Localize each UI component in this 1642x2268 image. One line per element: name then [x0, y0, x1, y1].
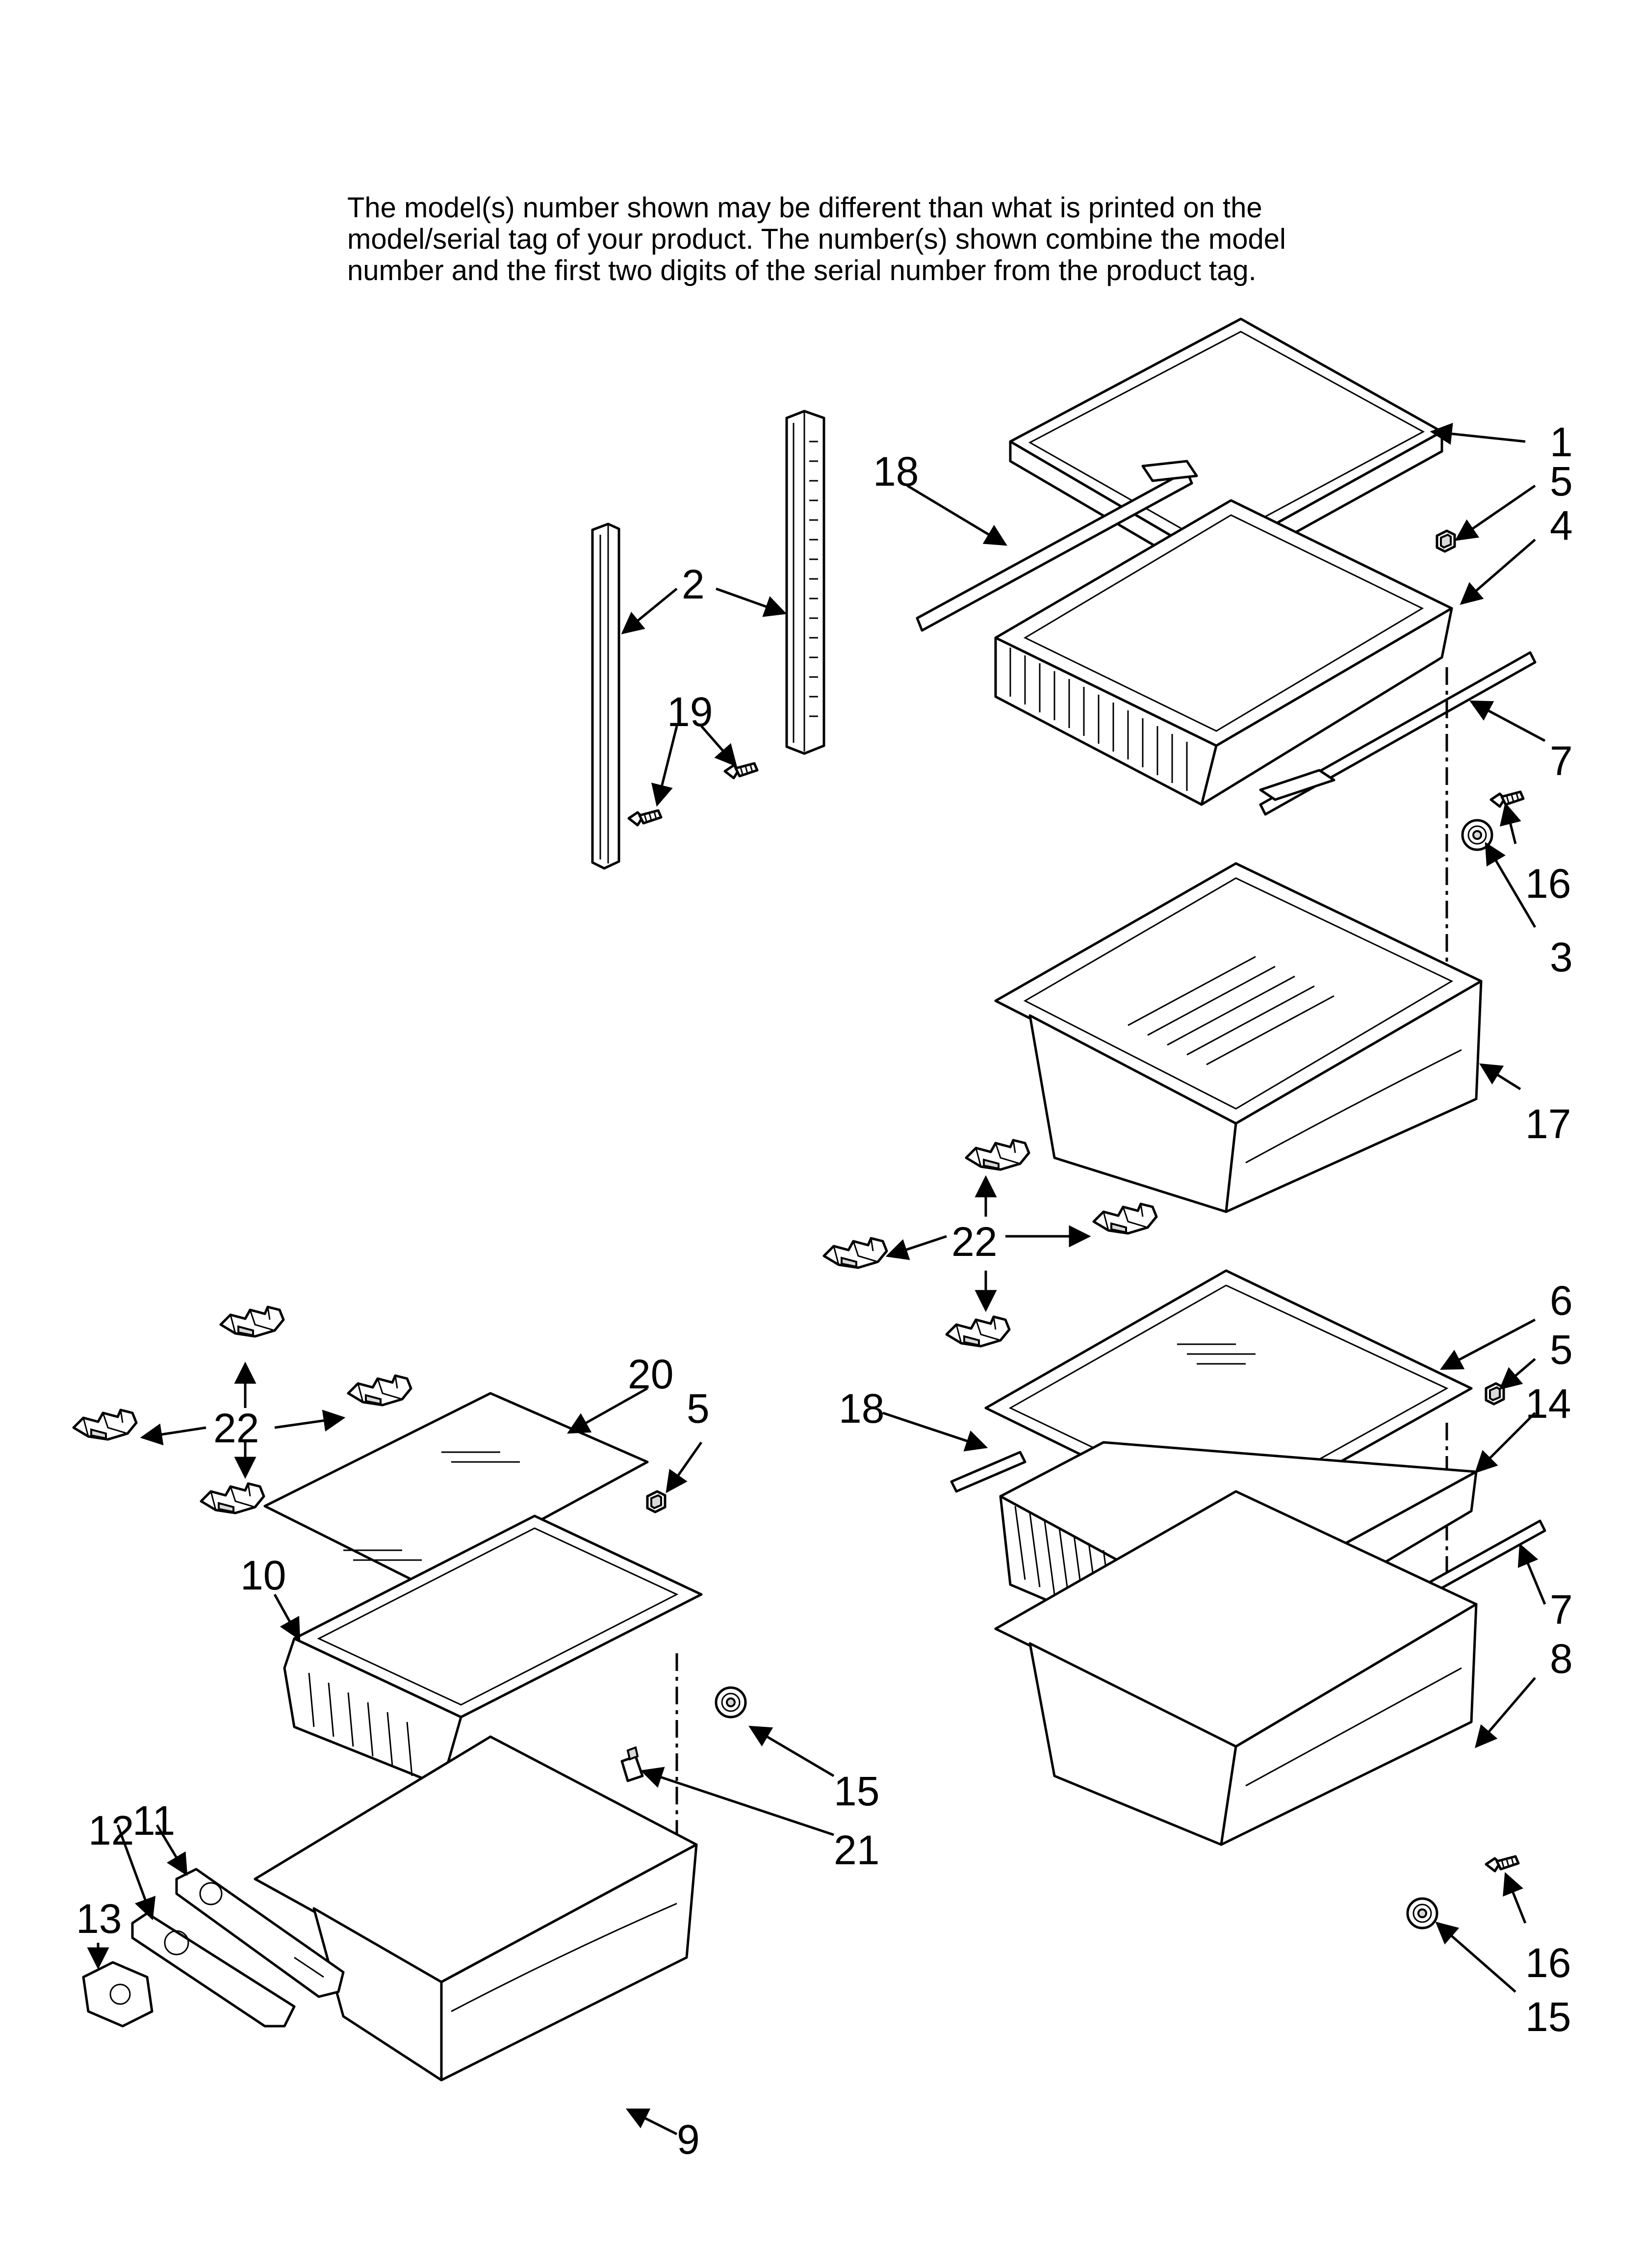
screw-16-top [1491, 792, 1523, 807]
screw-19-left [629, 810, 661, 825]
callout-1: 1 [1550, 419, 1573, 465]
callout-5-top: 5 [1550, 458, 1573, 504]
glass-shelf-20 [263, 1392, 649, 1586]
note-line-1: The model(s) number shown may be differe… [347, 192, 1262, 224]
callout-numbers: 1 5 4 18 2 19 7 16 3 17 22 6 5 18 14 7 8… [76, 419, 1573, 2163]
callout-18-top: 18 [873, 448, 919, 495]
cap-15-right [1408, 1899, 1437, 1928]
callout-10: 10 [240, 1552, 286, 1598]
rail-right [785, 410, 825, 755]
callout-18-mid: 18 [839, 1385, 884, 1432]
clip-22-l-bottom [201, 1484, 264, 1513]
plug-21 [620, 1746, 644, 1782]
callout-5-mid: 5 [1550, 1327, 1573, 1373]
callout-9: 9 [677, 2116, 700, 2163]
note-line-3: number and the first two digits of the s… [347, 255, 1257, 287]
clip-22-ur-right [1094, 1204, 1156, 1233]
clip-22-ur-top [966, 1140, 1029, 1170]
callout-22-left-group: 22 [213, 1405, 259, 1451]
cap-15-left [716, 1688, 745, 1717]
callout-8: 8 [1550, 1636, 1573, 1682]
clip-22-l-top [221, 1307, 283, 1336]
clip-22-ur-bottom [947, 1317, 1009, 1346]
clip-5-left [647, 1491, 665, 1512]
callout-14: 14 [1525, 1381, 1571, 1427]
callout-4: 4 [1550, 502, 1573, 548]
callout-19: 19 [667, 689, 713, 735]
note-line-2: model/serial tag of your product. The nu… [347, 223, 1286, 255]
callout-5-left: 5 [687, 1385, 710, 1432]
crisper-cover-4 [994, 499, 1453, 806]
callout-6: 6 [1550, 1277, 1573, 1324]
callout-15-left: 15 [834, 1768, 879, 1814]
clip-22-l-left [74, 1410, 136, 1439]
lower-pan-9 [254, 1735, 698, 2082]
rail-left [591, 522, 620, 870]
screw-19-right [725, 763, 757, 778]
callout-20: 20 [628, 1351, 673, 1397]
callout-16-bottom: 16 [1525, 1940, 1571, 1986]
slide-rail-7-top [1259, 651, 1537, 816]
crisper-cover-10 [283, 1514, 703, 1787]
rod-18-mid [950, 1451, 1026, 1493]
upper-pan-17 [994, 862, 1483, 1213]
callout-16-top: 16 [1525, 860, 1571, 907]
callout-13: 13 [76, 1896, 122, 1942]
leader-lines [87, 422, 1546, 2136]
screw-16-bottom [1486, 1856, 1518, 1871]
humidity-slider-11 [175, 1868, 345, 1998]
rod-18-top [916, 460, 1198, 632]
callout-21: 21 [834, 1827, 879, 1873]
humidity-cap-13 [82, 1961, 154, 2028]
clip-5-top [1437, 531, 1455, 551]
callout-2: 2 [682, 561, 705, 607]
callout-11: 11 [132, 1798, 175, 1844]
lower-pan-8 [994, 1490, 1478, 1846]
clip-22-ur-left [824, 1238, 887, 1268]
callout-17: 17 [1525, 1101, 1571, 1147]
callout-7-top: 7 [1550, 738, 1573, 784]
disclaimer-note: The model(s) number shown may be differe… [347, 192, 1328, 287]
clip-22-l-right [348, 1376, 411, 1405]
callout-22-right-group: 22 [951, 1219, 997, 1265]
callout-15-right: 15 [1525, 1994, 1571, 2040]
callout-12: 12 [88, 1807, 134, 1853]
callout-7-bottom: 7 [1550, 1587, 1573, 1633]
callout-3: 3 [1550, 934, 1573, 980]
